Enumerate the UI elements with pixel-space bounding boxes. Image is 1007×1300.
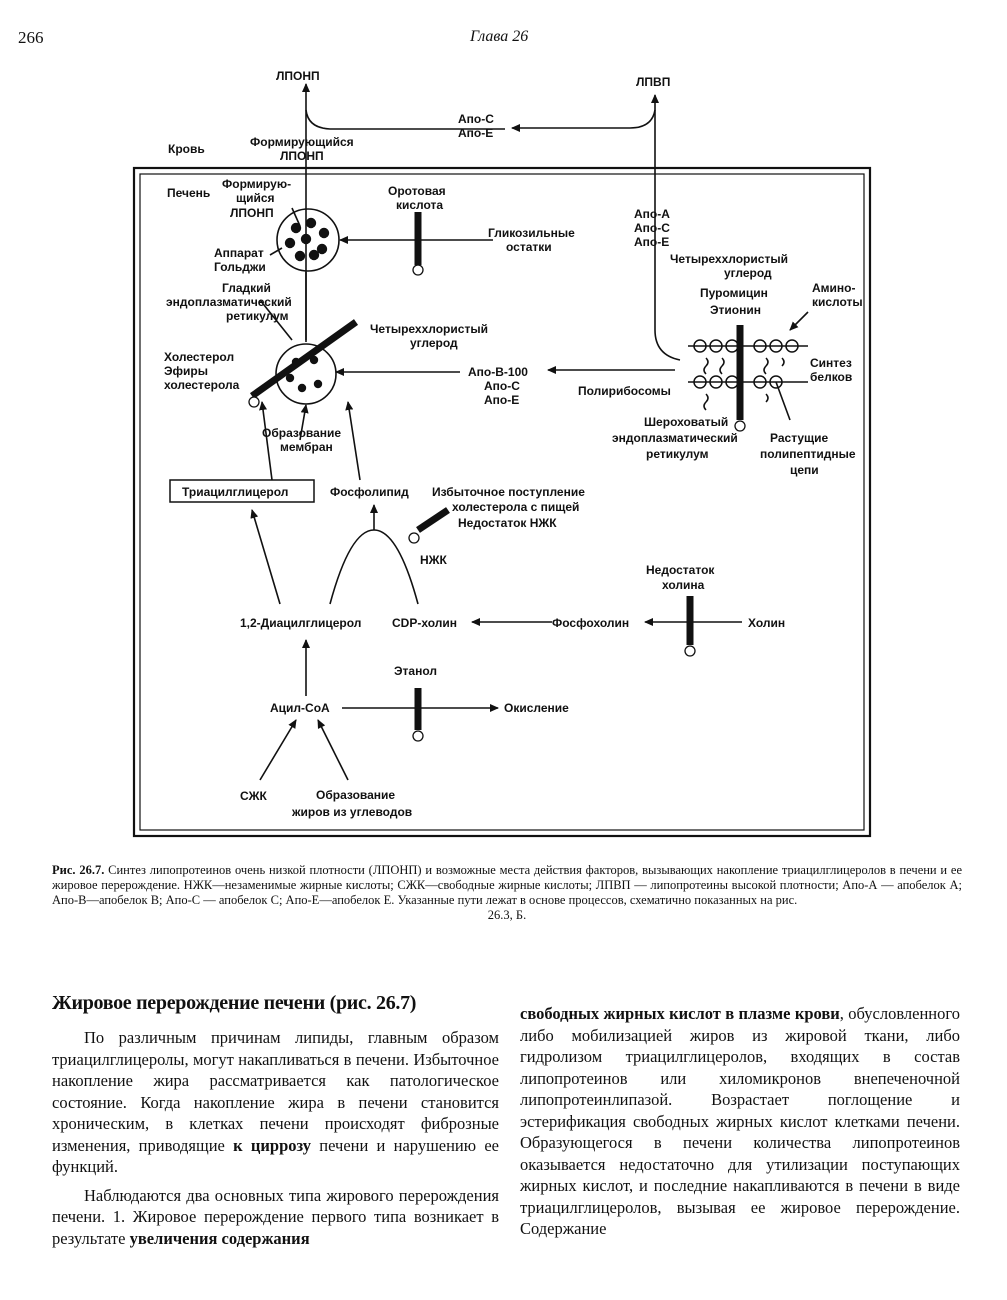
increase-emphasis: увеличения содержания (129, 1228, 310, 1248)
svg-text:углерод: углерод (724, 266, 772, 280)
svg-text:ретикулум: ретикулум (646, 447, 709, 461)
svg-text:холестерола с пищей: холестерола с пищей (452, 500, 579, 514)
svg-text:Апо-С: Апо-С (484, 379, 520, 393)
svg-text:жиров из углеводов: жиров из углеводов (291, 805, 412, 819)
text-column-left: По различным причинам липиды, главным об… (52, 1027, 499, 1249)
smooth-er-vesicle (275, 343, 337, 405)
svg-text:эндоплазматический: эндоплазматический (612, 431, 738, 445)
phospholipid: Фосфолипид (330, 485, 409, 499)
running-head: Глава 26 (470, 28, 529, 45)
ffa: СЖК (240, 789, 268, 803)
svg-text:Формирую-: Формирую- (222, 177, 291, 191)
glycosyl-residues: Гликозильные (488, 226, 575, 240)
oxidation: Окисление (504, 701, 569, 715)
svg-text:кислота: кислота (396, 198, 443, 212)
protein-synthesis: Синтез (810, 356, 852, 370)
smooth-er-label: Гладкий (222, 281, 271, 295)
ccl4-mid: Четыреххлористый (370, 322, 488, 336)
paragraph-continued: свободных жирных кислот в плазме крови, … (520, 1004, 960, 1238)
lipoprotein-synthesis-diagram: ЛПОНП ЛПВП Кровь Формирующийся ЛПОНП Апо… (132, 69, 872, 838)
paragraph-1: По различным причинам липиды, главным об… (52, 1028, 499, 1176)
inhibitors-ccl4: Четыреххлористый (670, 252, 788, 266)
triacylglycerol: Триацилглицерол (182, 485, 288, 499)
text-column-right: свободных жирных кислот в плазме крови, … (520, 1003, 960, 1240)
triacylglycerol-box (169, 479, 315, 503)
apo-ce-arrow (511, 109, 656, 132)
svg-text:Недостаток НЖК: Недостаток НЖК (458, 516, 557, 530)
cirrhosis-emphasis: к циррозу (233, 1135, 312, 1155)
svg-text:Гольджи: Гольджи (214, 260, 266, 274)
cdp-choline: CDP-холин (392, 616, 457, 630)
vldl-label: ЛПОНП (276, 69, 320, 83)
caption-label: Рис. 26.7. (52, 863, 105, 877)
svg-text:полипептидные: полипептидные (760, 447, 856, 461)
svg-text:Эфиры: Эфиры (164, 364, 208, 378)
svg-text:белков: белков (810, 370, 852, 384)
rough-er: Шероховатый (644, 415, 728, 429)
efa-label: НЖК (420, 553, 448, 567)
membrane-formation: Образование (262, 426, 341, 440)
svg-text:цепи: цепи (790, 463, 819, 477)
apo-b100: Апо-В-100 (468, 365, 528, 379)
ethanol: Этанол (394, 664, 437, 678)
excess-cholesterol: Избыточное поступление (432, 485, 585, 499)
section-title: Жировое перерождение печени (рис. 26.7) (52, 992, 417, 1014)
diacylglycerol: 1,2-Диацилглицерол (240, 616, 361, 630)
hdl-label: ЛПВП (636, 75, 670, 89)
svg-text:Апо-Е: Апо-Е (634, 235, 669, 249)
acyl-coa: Ацил-СоА (270, 701, 330, 715)
svg-text:эндоплазматический: эндоплазматический (166, 295, 292, 309)
amino-acids: Амино- (812, 281, 856, 295)
liver-frame-inner (139, 173, 865, 831)
svg-text:кислоты: кислоты (812, 295, 863, 309)
caption-text: Синтез липопротеинов очень низкой плотно… (52, 863, 963, 907)
svg-text:холина: холина (662, 578, 705, 592)
liver-frame-outer (132, 166, 872, 838)
page-number: 266 (18, 28, 44, 47)
blood-label: Кровь (168, 142, 205, 156)
caption-end: 26.3, Б. (487, 908, 527, 922)
apo-c-top: Апо-С (458, 112, 494, 126)
forming-vldl-blood: Формирующийся (250, 135, 354, 149)
figure-caption: Рис. 26.7. Синтез липопротеинов очень ни… (52, 863, 962, 923)
svg-text:холестерола: холестерола (164, 378, 240, 392)
forming-vldl-curve (305, 109, 505, 130)
cholesterol-label: Холестерол (164, 350, 234, 364)
apo-a-right: Апо-А (634, 207, 670, 221)
golgi-label: Аппарат (214, 246, 264, 260)
puromycin: Пуромицин (700, 286, 768, 300)
ethionine: Этионин (710, 303, 761, 317)
svg-text:ретикулум: ретикулум (226, 309, 289, 323)
apo-e-top: Апо-Е (458, 126, 493, 140)
orotic-acid: Оротовая (388, 184, 446, 198)
growing-chains: Растущие (770, 431, 829, 445)
phosphocholine: Фосфохолин (552, 616, 629, 630)
liver-label: Печень (167, 186, 210, 200)
er-to-apoa (654, 329, 681, 361)
svg-text:Апо-Е: Апо-Е (484, 393, 519, 407)
svg-text:мембран: мембран (280, 440, 333, 454)
svg-text:Апо-С: Апо-С (634, 221, 670, 235)
fat-from-carbs: Образование (316, 788, 395, 802)
svg-text:ЛПОНП: ЛПОНП (230, 206, 274, 220)
svg-text:углерод: углерод (410, 336, 458, 350)
ffa-emphasis: свободных жирных кислот в плазме крови (520, 1004, 840, 1023)
choline-deficiency: Недостаток (646, 563, 715, 577)
choline: Холин (748, 616, 785, 630)
svg-text:щийся: щийся (236, 191, 275, 205)
polyribosomes: Полирибосомы (578, 384, 671, 398)
svg-text:ЛПОНП: ЛПОНП (280, 149, 324, 163)
svg-text:остатки: остатки (506, 240, 552, 254)
golgi-vesicle (276, 208, 340, 272)
paragraph-2: Наблюдаются два основных типа жирового п… (52, 1185, 499, 1248)
